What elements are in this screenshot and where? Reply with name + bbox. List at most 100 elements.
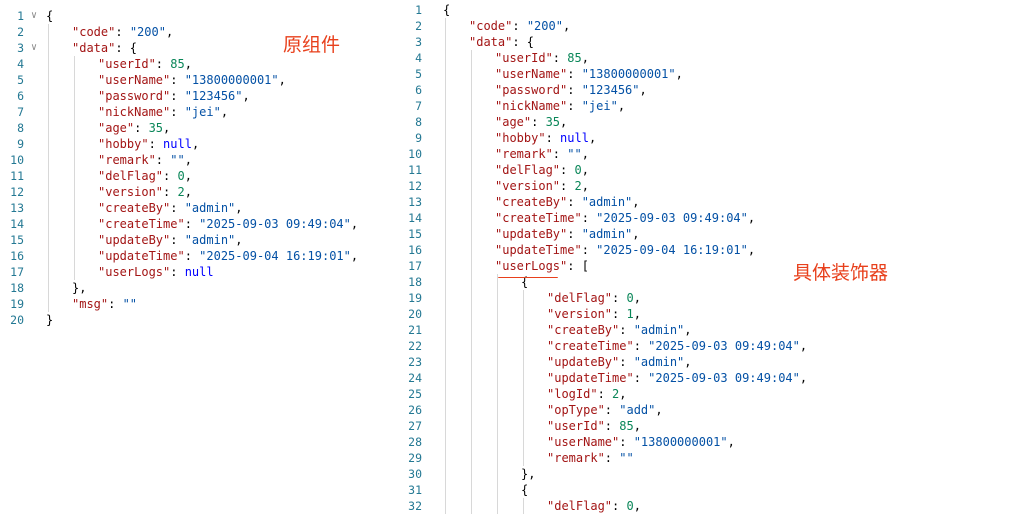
code-line[interactable]: 12"version": 2, (400, 178, 1026, 194)
code-line[interactable]: 14"createTime": "2025-09-03 09:49:04", (400, 210, 1026, 226)
code-text: "data": { (72, 40, 137, 56)
code-line[interactable]: 26"opType": "add", (400, 402, 1026, 418)
code-line[interactable]: 22"createTime": "2025-09-03 09:49:04", (400, 338, 1026, 354)
code-line[interactable]: 23"updateBy": "admin", (400, 354, 1026, 370)
code-line[interactable]: 31{ (400, 482, 1026, 498)
code-line[interactable]: 12"version": 2, (0, 184, 395, 200)
code-line[interactable]: 19"msg": "" (0, 296, 395, 312)
code-line[interactable]: 15 "updateBy": "admin", (400, 226, 1026, 242)
json-token: { (443, 3, 451, 17)
code-line[interactable]: 16"updateTime": "2025-09-04 16:19:01", (0, 248, 395, 264)
code-text: "nickName": "jei", (495, 98, 625, 114)
json-token: : [ (567, 259, 589, 273)
code-line[interactable]: 6"password": "123456", (0, 88, 395, 104)
code-line[interactable]: 3 ∨ "data": { (0, 40, 395, 56)
line-number: 17 (10, 265, 24, 279)
code-line[interactable]: 29"remark": "" (400, 450, 1026, 466)
json-token: "userId" (495, 51, 553, 65)
left-json-editor[interactable]: 1 ∨ {2"code": "200",3 ∨ "data": {4"userId": … (0, 0, 395, 525)
code-line[interactable]: 17"userLogs": [ (400, 258, 1026, 274)
code-line[interactable]: 17"userLogs": null (0, 264, 395, 280)
json-token: "data" (469, 35, 513, 49)
json-token: "" (122, 297, 138, 311)
code-text: "delFlag": 0, (547, 290, 641, 306)
json-token: , (562, 19, 571, 33)
concrete-decorator-label: 具体装饰器 (793, 262, 889, 284)
code-line[interactable]: 1 ∨ { (0, 8, 395, 24)
json-token: : { (115, 41, 138, 55)
fold-chevron-icon[interactable]: ∨ (31, 10, 38, 21)
line-number: 5 (17, 73, 24, 87)
code-text: { (443, 2, 450, 18)
json-token: "nickName" (495, 99, 568, 113)
json-token: : (115, 25, 130, 39)
json-token: "updateBy" (547, 355, 620, 369)
json-token: , (350, 217, 359, 231)
json-token: , (799, 371, 808, 385)
right-json-editor[interactable]: 1{2"code": "200",3"data": {4"userId": 85… (400, 0, 1026, 525)
code-text: "updateBy": "admin", (495, 226, 640, 242)
json-token: : (170, 201, 185, 215)
line-number: 15 (408, 227, 422, 241)
code-line[interactable]: 24"updateTime": "2025-09-03 09:49:04", (400, 370, 1026, 386)
code-text: { (521, 274, 528, 290)
json-token: : (567, 83, 582, 97)
json-token: : (155, 57, 171, 71)
code-line[interactable]: 15"updateBy": "admin", (0, 232, 395, 248)
code-line[interactable]: 3"data": { (400, 34, 1026, 50)
code-line[interactable]: 9"hobby": null, (400, 130, 1026, 146)
code-line[interactable]: 10"remark": "", (0, 152, 395, 168)
json-token: "delFlag" (495, 163, 561, 177)
json-token: { (46, 9, 54, 23)
code-line[interactable]: 2"code": "200", (0, 24, 395, 40)
code-line[interactable]: 32"delFlag": 0, (400, 498, 1026, 514)
code-line[interactable]: 4"userId": 85, (400, 50, 1026, 66)
code-text: "delFlag": 0, (495, 162, 589, 178)
code-line[interactable]: 11"delFlag": 0, (0, 168, 395, 184)
code-line[interactable]: 14"createTime": "2025-09-03 09:49:04", (0, 216, 395, 232)
code-text: "userName": "13800000001", (495, 66, 683, 82)
code-line[interactable]: 20} (0, 312, 395, 328)
json-token: , (632, 227, 640, 241)
code-line[interactable]: 7"nickName": "jei", (0, 104, 395, 120)
json-token: , (655, 403, 663, 417)
code-line[interactable]: 18}, (0, 280, 395, 296)
line-number: 3 (17, 41, 24, 55)
code-line[interactable]: 13"createBy": "admin", (400, 194, 1026, 210)
line-number: 28 (408, 435, 422, 449)
code-line[interactable]: 21"createBy": "admin", (400, 322, 1026, 338)
line-number: 9 (17, 137, 24, 151)
code-line[interactable]: 19"delFlag": 0, (400, 290, 1026, 306)
code-line[interactable]: 13"createBy": "admin", (0, 200, 395, 216)
code-line[interactable]: 5"userName": "13800000001", (0, 72, 395, 88)
json-token: , (619, 387, 627, 401)
code-text: "userId": 85, (547, 418, 641, 434)
code-line[interactable]: 4"userId": 85, (0, 56, 395, 72)
code-line[interactable]: 8"age": 35, (400, 114, 1026, 130)
code-line[interactable]: 27"userId": 85, (400, 418, 1026, 434)
json-token: , (633, 291, 641, 305)
code-line[interactable]: 10"remark": "", (400, 146, 1026, 162)
code-text: "version": 2, (495, 178, 589, 194)
code-line[interactable]: 25"logId": 2, (400, 386, 1026, 402)
code-line[interactable]: 16"updateTime": "2025-09-04 16:19:01", (400, 242, 1026, 258)
code-line[interactable]: 28"userName": "13800000001", (400, 434, 1026, 450)
code-text: "version": 2, (98, 184, 192, 200)
code-line[interactable]: 1{ (400, 2, 1026, 18)
code-line[interactable]: 18{ (400, 274, 1026, 290)
code-line[interactable]: 6"password": "123456", (400, 82, 1026, 98)
code-line[interactable]: 11"delFlag": 0, (400, 162, 1026, 178)
code-line[interactable]: 8"age": 35, (0, 120, 395, 136)
code-line[interactable]: 2"code": "200", (400, 18, 1026, 34)
code-line[interactable]: 7"nickName": "jei", (400, 98, 1026, 114)
line-number: 1 (17, 9, 24, 23)
json-token: 0 (574, 163, 582, 177)
code-line[interactable]: 9"hobby": null, (0, 136, 395, 152)
fold-chevron-icon[interactable]: ∨ (31, 42, 38, 53)
line-number: 20 (10, 313, 24, 327)
code-line[interactable]: 20"version": 1, (400, 306, 1026, 322)
json-token: , (184, 185, 192, 199)
json-token: : (512, 19, 527, 33)
code-line[interactable]: 5"userName": "13800000001", (400, 66, 1026, 82)
code-line[interactable]: 30}, (400, 466, 1026, 482)
